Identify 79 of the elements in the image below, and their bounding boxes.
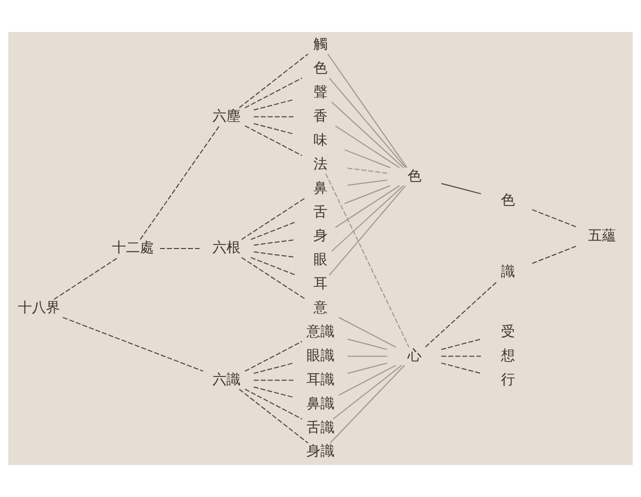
node-text: 想 [501, 348, 516, 364]
connector [344, 149, 391, 168]
connector [241, 257, 306, 300]
connector [344, 185, 391, 204]
connector [238, 54, 308, 108]
node-text: 意 [314, 300, 328, 316]
connector [238, 388, 308, 444]
connector [244, 340, 302, 372]
connector [347, 168, 388, 174]
node-text: 鼻 [314, 180, 328, 196]
node-text: 意識 [306, 324, 334, 340]
node-text: 舌識 [306, 420, 334, 436]
connector [347, 362, 388, 374]
connector [325, 173, 410, 348]
connector [328, 185, 406, 276]
connector [253, 362, 294, 374]
node-text: 聲 [314, 84, 328, 101]
node-text: 身 [314, 228, 328, 244]
node-text: 法 [314, 156, 328, 172]
connector [62, 316, 204, 372]
connector [532, 209, 578, 228]
node-text: 眼 [314, 252, 328, 268]
connector [532, 245, 578, 264]
node-text: 香 [314, 108, 328, 124]
node-text: 受 [501, 324, 516, 340]
connector [244, 388, 302, 420]
connector [440, 182, 482, 194]
connector [253, 239, 294, 246]
node-text: 識 [501, 264, 516, 280]
node-text: 六識 [212, 372, 241, 388]
connector [328, 78, 406, 168]
connector [347, 356, 388, 357]
connector [250, 257, 297, 276]
connector [327, 54, 408, 168]
node-text: 色 [407, 168, 422, 184]
node-text: 鼻識 [306, 396, 334, 412]
connector [54, 256, 119, 300]
connector [244, 125, 302, 156]
connector [253, 386, 294, 398]
connector [347, 338, 388, 350]
node-text: 十八界 [18, 300, 60, 316]
connector [330, 364, 406, 444]
connector [331, 102, 404, 168]
node-text: 色 [314, 60, 328, 77]
connector [338, 364, 396, 396]
connector [332, 364, 402, 420]
connector [253, 123, 294, 134]
node-text: 舌 [314, 204, 328, 220]
connector [440, 356, 482, 357]
connector [160, 248, 200, 249]
node-text: 行 [501, 372, 516, 388]
connector [440, 362, 482, 374]
connector [334, 125, 400, 168]
node-text: 觸 [314, 36, 328, 53]
connector [244, 78, 302, 108]
node-text: 耳識 [306, 372, 334, 388]
node-text: 六根 [212, 240, 241, 256]
connector [253, 380, 294, 381]
connector [253, 99, 294, 110]
connector [440, 338, 482, 350]
connector [347, 180, 388, 186]
node-text: 味 [314, 132, 328, 148]
node-text: 十二處 [112, 240, 154, 256]
connector [334, 185, 400, 228]
node-text: 六塵 [212, 108, 241, 124]
connector [253, 251, 294, 258]
node-text: 心 [407, 348, 422, 364]
node-text: 五蘊 [588, 228, 616, 244]
connector [241, 197, 306, 240]
node-text: 色 [501, 192, 516, 208]
connector [140, 125, 220, 240]
connector [250, 221, 297, 240]
node-text: 身識 [306, 444, 334, 460]
connector [253, 116, 294, 118]
node-text: 眼識 [306, 348, 334, 364]
connector [331, 185, 404, 252]
connector [424, 281, 498, 348]
node-text: 耳 [314, 276, 328, 292]
connector [338, 316, 396, 348]
